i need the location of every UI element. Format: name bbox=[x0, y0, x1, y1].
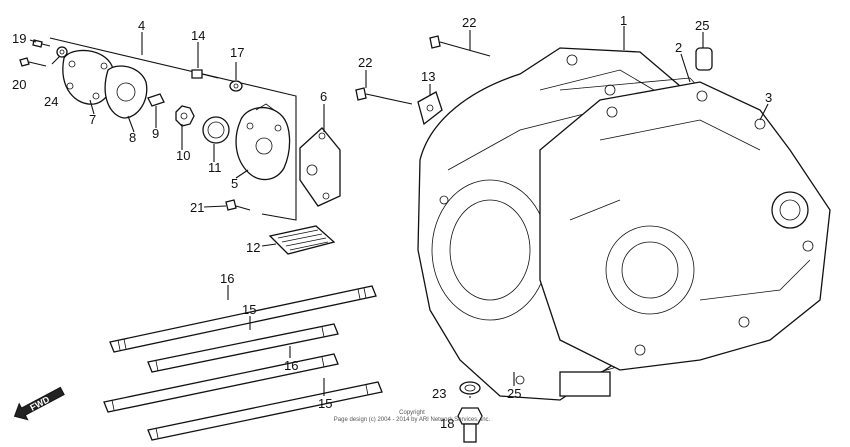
bolt-22-upper bbox=[429, 35, 491, 57]
stud-16-upper bbox=[109, 285, 377, 353]
label-4: 4 bbox=[138, 18, 145, 33]
label-9: 9 bbox=[152, 126, 159, 141]
stud-16-lower bbox=[103, 353, 339, 413]
copyright-notice: Copyright Page design (c) 2004 - 2014 by… bbox=[332, 410, 492, 424]
label-25-lower: 25 bbox=[507, 386, 521, 401]
leader-lines bbox=[29, 26, 769, 398]
bolt-19 bbox=[32, 39, 51, 48]
label-14: 14 bbox=[191, 28, 205, 43]
label-3: 3 bbox=[765, 90, 772, 105]
label-18: 18 bbox=[440, 416, 454, 431]
bolt-14 bbox=[191, 69, 219, 79]
label-22-left: 22 bbox=[358, 55, 372, 70]
label-5: 5 bbox=[231, 176, 238, 191]
label-8: 8 bbox=[129, 130, 136, 145]
copyright-line-2: Page design (c) 2004 - 2014 by ARI Netwo… bbox=[333, 417, 491, 423]
inner-rotor-10 bbox=[175, 105, 195, 127]
washer-24 bbox=[56, 46, 68, 58]
pump-plate-6 bbox=[299, 127, 341, 207]
copyright-line-1: Copyright bbox=[399, 410, 425, 416]
outer-rotor-11 bbox=[202, 116, 230, 144]
washer-17 bbox=[229, 80, 243, 92]
oil-pump-group-outline bbox=[49, 32, 297, 221]
bolt-22-left bbox=[355, 87, 413, 105]
label-16-lower: 16 bbox=[284, 358, 298, 373]
dowel-25-upper bbox=[695, 47, 713, 71]
fwd-arrow: FWD bbox=[13, 386, 65, 421]
stud-15-lower bbox=[147, 381, 383, 441]
pump-body-5 bbox=[235, 103, 291, 181]
bolt-20 bbox=[19, 57, 47, 67]
label-25-upper: 25 bbox=[695, 18, 709, 33]
label-19: 19 bbox=[12, 31, 26, 46]
label-12: 12 bbox=[246, 240, 260, 255]
label-23: 23 bbox=[432, 386, 446, 401]
label-15-upper: 15 bbox=[242, 302, 256, 317]
oil-strainer-12 bbox=[268, 225, 336, 255]
drain-bolt-18 bbox=[457, 407, 483, 443]
bolt-21 bbox=[225, 199, 251, 211]
washer-23 bbox=[459, 381, 481, 395]
label-10: 10 bbox=[176, 148, 190, 163]
gasket-8 bbox=[104, 65, 148, 119]
label-20: 20 bbox=[12, 77, 26, 92]
stud-15-upper bbox=[147, 323, 339, 373]
label-16-upper: 16 bbox=[220, 271, 234, 286]
label-2: 2 bbox=[675, 40, 682, 55]
label-11: 11 bbox=[208, 160, 222, 175]
label-24: 24 bbox=[44, 94, 58, 109]
label-22-upper: 22 bbox=[462, 15, 476, 30]
part-labels: 1 2 3 4 5 6 7 8 9 10 11 12 13 14 15 15 1… bbox=[12, 13, 772, 431]
clamp-13 bbox=[417, 91, 443, 126]
label-7: 7 bbox=[89, 112, 96, 127]
label-17: 17 bbox=[230, 45, 244, 60]
label-21: 21 bbox=[190, 200, 204, 215]
label-13: 13 bbox=[421, 69, 435, 84]
label-1: 1 bbox=[620, 13, 627, 28]
crankcase-right-3 bbox=[539, 81, 831, 397]
label-6: 6 bbox=[320, 89, 327, 104]
pin-9 bbox=[147, 93, 165, 107]
label-15-lower: 15 bbox=[318, 396, 332, 411]
